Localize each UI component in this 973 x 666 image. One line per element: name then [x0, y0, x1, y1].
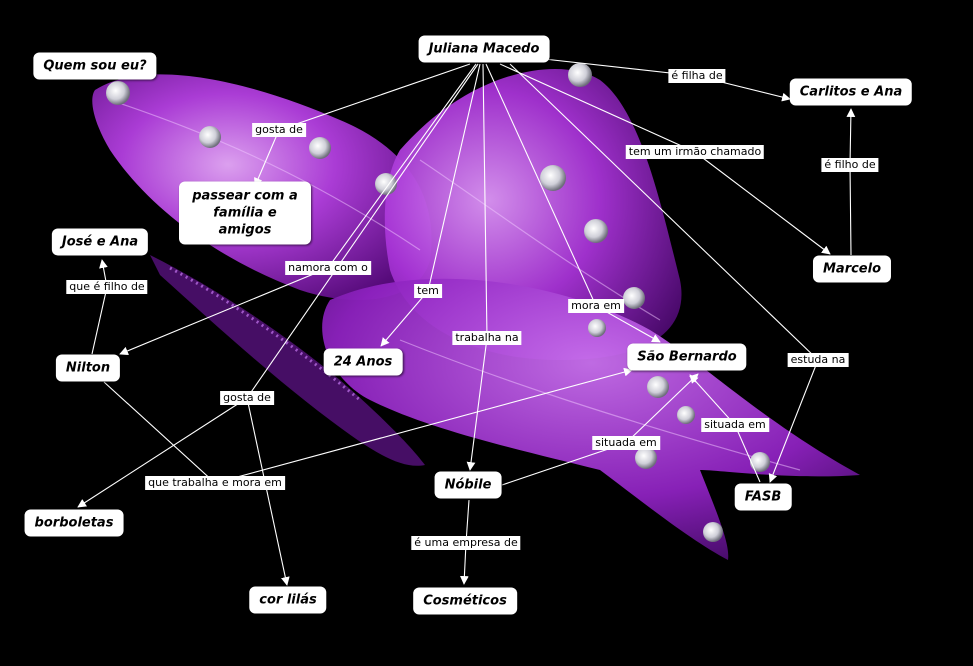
link-label-filho-de-1: é filho de: [821, 158, 879, 172]
link-irmao: [499, 63, 831, 255]
link-label-filha-de: é filha de: [668, 69, 726, 83]
link-label-irmao: tem um irmão chamado: [625, 145, 765, 159]
link-trabalha-mora: [103, 367, 633, 484]
node-quem-sou-eu[interactable]: Quem sou eu?: [33, 52, 157, 80]
link-label-mora-em: mora em: [568, 299, 624, 313]
link-label-namora: namora com o: [285, 261, 371, 275]
link-estuda-na: [509, 63, 819, 483]
link-gosta-de-2: [246, 63, 479, 586]
node-carlitos-e-ana[interactable]: Carlitos e Ana: [789, 78, 913, 106]
link-filho-de-2: [91, 259, 108, 355]
link-gosta-de-borboletas: [77, 397, 248, 508]
butterfly-body: [150, 255, 425, 466]
link-label-tem: tem: [414, 284, 442, 298]
link-tem: [380, 63, 481, 347]
link-label-trabalha-na: trabalha na: [452, 331, 522, 345]
node-jose-e-ana[interactable]: José e Ana: [51, 228, 149, 256]
link-label-situada-em-1: situada em: [701, 418, 769, 432]
link-trabalha-na: [466, 63, 488, 471]
wing-lower: [322, 278, 860, 560]
link-label-filho-de-2: que é filho de: [66, 280, 148, 294]
node-passear[interactable]: passear com a família e amigos: [179, 181, 311, 245]
link-filha-de: [534, 57, 791, 102]
node-nilton[interactable]: Nilton: [55, 354, 121, 382]
link-label-trabalha-mora: que trabalha e mora em: [145, 476, 285, 490]
link-label-empresa-de: é uma empresa de: [411, 536, 521, 550]
node-24-anos[interactable]: 24 Anos: [323, 348, 403, 376]
node-sao-bernardo[interactable]: São Bernardo: [627, 343, 747, 371]
link-label-estuda-na: estuda na: [787, 353, 849, 367]
node-borboletas[interactable]: borboletas: [24, 509, 124, 537]
node-marcelo[interactable]: Marcelo: [812, 255, 892, 283]
link-label-situada-em-2: situada em: [592, 436, 660, 450]
node-nobile[interactable]: Nóbile: [434, 471, 502, 499]
node-cor-lilas[interactable]: cor lilás: [249, 586, 327, 614]
link-situada-em-2: [501, 373, 699, 486]
link-label-gosta-de-1: gosta de: [252, 123, 306, 137]
node-cosmeticos[interactable]: Cosméticos: [413, 587, 517, 615]
node-juliana-macedo[interactable]: Juliana Macedo: [418, 35, 550, 63]
link-filho-de-1: [846, 108, 856, 256]
link-label-gosta-de-2: gosta de: [220, 391, 274, 405]
node-fasb[interactable]: FASB: [734, 483, 792, 511]
